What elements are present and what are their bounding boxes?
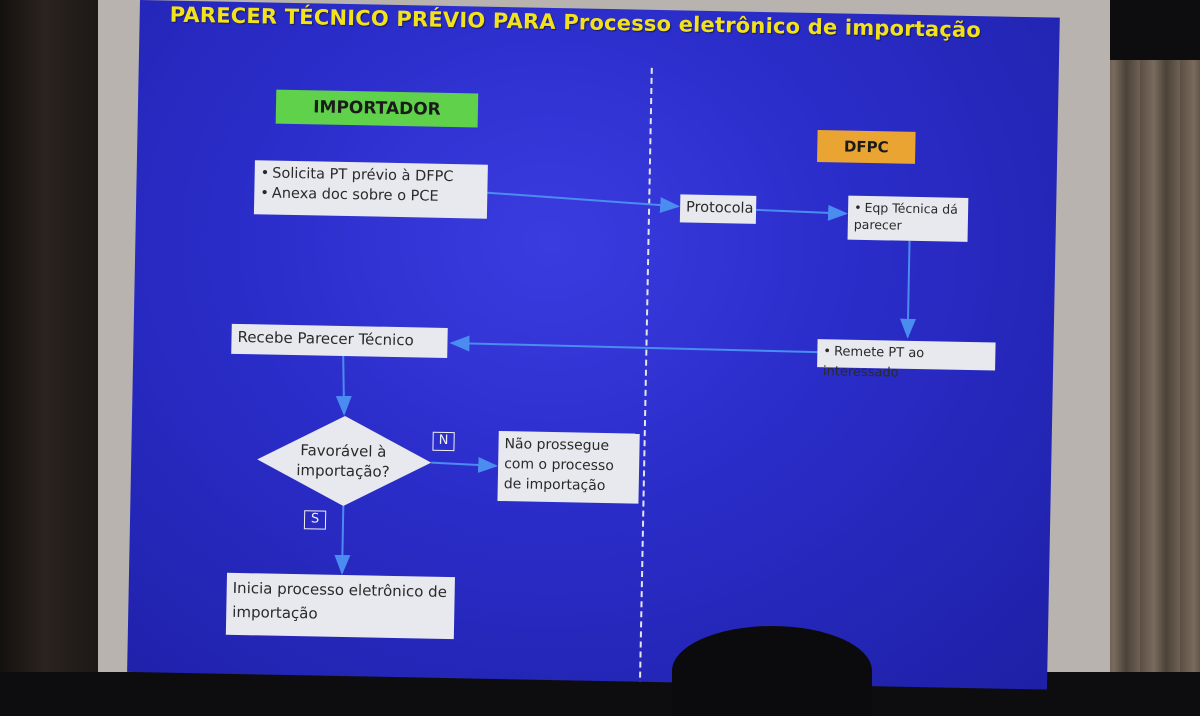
arrow-eqp-to-remete	[900, 240, 917, 339]
audience-head-silhouette	[672, 626, 872, 716]
branch-label-no: N	[432, 431, 455, 452]
arrow-solicita-to-protocolo	[487, 191, 681, 214]
step-remete: Remete PT ao interessado	[817, 339, 996, 381]
step-solicita: Solicita PT prévio à DFPC Anexa doc sobr…	[253, 160, 488, 219]
step-recebe: Recebe Parecer Técnico	[231, 323, 448, 358]
slide: PARECER TÉCNICO PRÉVIO PARA Processo ele…	[127, 0, 1060, 690]
arrow-decision-no	[431, 457, 499, 474]
step-protocolo: Protocola	[679, 194, 757, 224]
step-eqp-tecnica-text: Eqp Técnica dá parecer	[854, 199, 963, 235]
step-inicia: Inicia processo eletrônico de importação	[225, 572, 455, 640]
step-remete-text: Remete PT ao interessado	[823, 342, 990, 385]
branch-label-yes: S	[303, 510, 327, 530]
step-eqp-tecnica: Eqp Técnica dá parecer	[847, 195, 969, 242]
arrow-decision-yes	[334, 505, 351, 575]
arrow-remete-to-recebe	[449, 335, 818, 354]
flow-arrows	[334, 191, 917, 575]
step-nao-prossegue: Não prossegue com o processo de importaç…	[497, 430, 640, 504]
curtain-right	[1100, 60, 1200, 672]
decision-text: Favorável à importação?	[296, 441, 390, 481]
arrow-recebe-to-decision	[335, 355, 352, 416]
room-background-left	[0, 0, 110, 672]
arrow-protocolo-to-eqp	[756, 204, 849, 221]
decision-diamond	[257, 416, 432, 506]
